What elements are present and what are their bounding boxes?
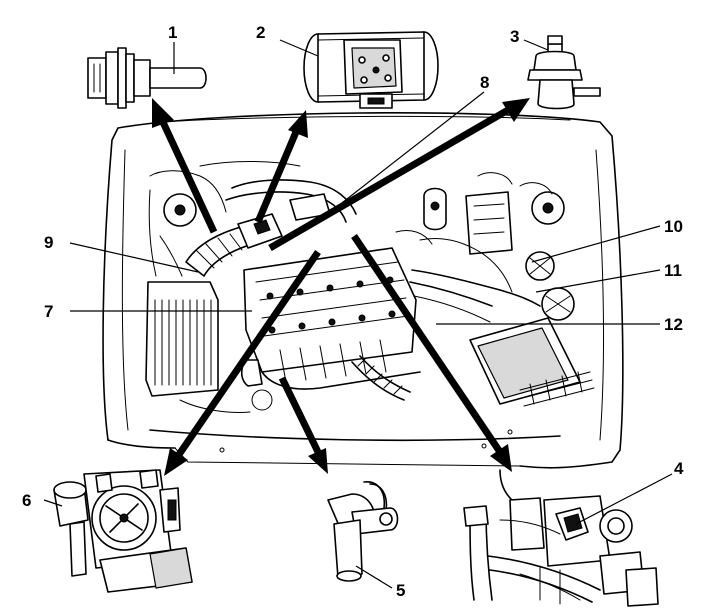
component-6-throttle-body bbox=[53, 469, 193, 593]
component-4-position-sensor bbox=[463, 469, 659, 607]
label-3: 3 bbox=[510, 27, 519, 46]
label-6: 6 bbox=[22, 491, 31, 510]
component-1-sensor bbox=[87, 47, 207, 109]
leader-lines bbox=[43, 39, 673, 589]
component-3-pressure-regulator bbox=[527, 35, 601, 110]
label-8: 8 bbox=[480, 73, 489, 92]
callout-labels: 1 2 3 8 9 7 10 11 12 6 4 5 bbox=[22, 23, 684, 600]
label-11: 11 bbox=[664, 261, 682, 280]
label-9: 9 bbox=[44, 233, 53, 252]
label-10: 10 bbox=[664, 217, 683, 236]
label-12: 12 bbox=[664, 315, 683, 334]
component-2-air-flow-meter bbox=[303, 31, 439, 109]
label-4: 4 bbox=[674, 459, 684, 478]
label-7: 7 bbox=[44, 302, 53, 321]
label-5: 5 bbox=[396, 581, 405, 600]
label-2: 2 bbox=[256, 23, 265, 42]
callout-arrows bbox=[152, 98, 530, 476]
engine-bay bbox=[102, 112, 624, 469]
component-5-crank-sensor bbox=[327, 481, 399, 582]
label-1: 1 bbox=[168, 23, 177, 42]
